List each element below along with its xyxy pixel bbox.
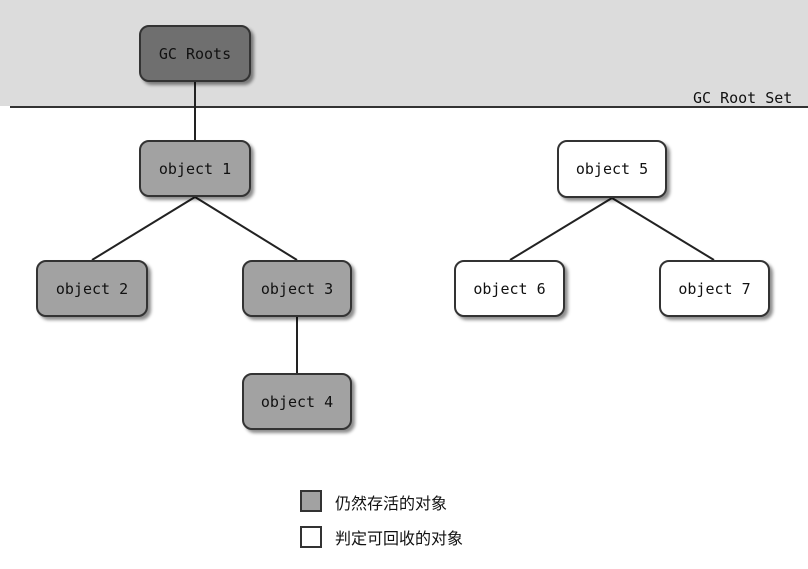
object-2-node: object 2 — [36, 260, 148, 317]
object-7-node: object 7 — [659, 260, 770, 317]
gc-roots-node: GC Roots — [139, 25, 251, 82]
legend-live-swatch — [300, 490, 322, 512]
object-6-node: object 6 — [454, 260, 565, 317]
edge-object5-object7 — [611, 197, 715, 261]
edge-object1-object2 — [91, 196, 196, 261]
gc-root-set-label: GC Root Set — [693, 89, 793, 107]
object-1-node: object 1 — [139, 140, 251, 197]
object-3-node: object 3 — [242, 260, 352, 317]
object-4-node: object 4 — [242, 373, 352, 430]
object-5-node: object 5 — [557, 140, 667, 198]
legend-live-label: 仍然存活的对象 — [335, 494, 448, 513]
legend-collectable-label: 判定可回收的对象 — [335, 529, 464, 548]
edge-object5-object6 — [509, 197, 613, 261]
legend-collectable-swatch — [300, 526, 322, 548]
gc-root-set-area — [0, 0, 808, 106]
edge-object1-object3 — [194, 196, 298, 261]
gc-root-set-boundary — [10, 106, 808, 108]
